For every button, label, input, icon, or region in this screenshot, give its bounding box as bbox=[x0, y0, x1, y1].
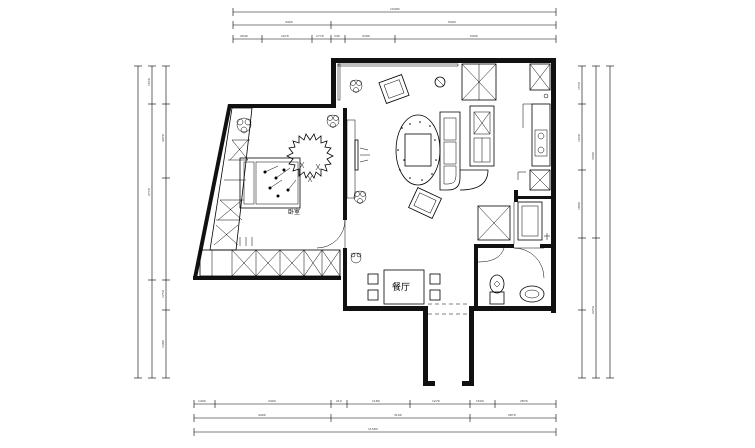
dim-left-4: 1750 bbox=[161, 290, 165, 298]
plant-living-2 bbox=[353, 190, 367, 204]
dim-top-small-6: 5900 bbox=[470, 34, 478, 38]
dim-bottom-small-1: 1400 bbox=[198, 399, 206, 403]
dim-top-small-4: 240 bbox=[334, 34, 340, 38]
dim-bottom-mid-3: 2870 bbox=[508, 413, 516, 417]
coffee-table bbox=[395, 114, 441, 186]
walls bbox=[193, 58, 556, 386]
dim-top-small-1: 2640 bbox=[240, 34, 248, 38]
wardrobe bbox=[199, 107, 341, 277]
bottom-dimension-chain: 1400 2400 210 1180 1270 1500 2870 4400 3… bbox=[193, 399, 557, 436]
dim-bottom-small-6: 1500 bbox=[476, 399, 484, 403]
dim-bottom-small-7: 2870 bbox=[520, 399, 528, 403]
sofa bbox=[439, 111, 489, 191]
dim-bottom-small-3: 210 bbox=[336, 399, 342, 403]
dim-right-3: 1800 bbox=[577, 202, 581, 210]
plant-living-1 bbox=[349, 79, 363, 93]
dim-right-4: 3400 bbox=[591, 152, 595, 160]
balcony-stool bbox=[434, 76, 446, 88]
bathroom-door bbox=[513, 247, 545, 279]
dim-top-small-2: 1670 bbox=[281, 34, 289, 38]
dim-top-small-3: 1770 bbox=[316, 34, 324, 38]
washbasin bbox=[519, 285, 545, 303]
tv-cabinet bbox=[346, 119, 370, 199]
balcony-armchair bbox=[378, 74, 410, 104]
dim-top-mid-2: 5900 bbox=[448, 20, 456, 24]
kitchen-sink-counter bbox=[469, 105, 495, 167]
storage-cabinet bbox=[461, 63, 497, 101]
armchair bbox=[408, 187, 442, 219]
dim-top-mid-1: 4400 bbox=[285, 20, 293, 24]
bedroom-plant-large bbox=[286, 133, 334, 183]
bedroom-label: 卧室 bbox=[288, 208, 300, 216]
washing-machine bbox=[477, 205, 511, 241]
dim-left-1: 1650 bbox=[147, 78, 151, 86]
top-dimension-chain: 10400 4400 5900 2640 1670 1770 240 2390 … bbox=[232, 7, 557, 43]
dim-bottom-mid-2: 3100 bbox=[394, 413, 402, 417]
dining-table: 餐厅 bbox=[367, 269, 441, 305]
entrance-door bbox=[517, 171, 526, 180]
vanity bbox=[513, 201, 543, 244]
dim-left-2: 2770 bbox=[147, 188, 151, 196]
dim-left-3: 4070 bbox=[161, 134, 165, 142]
plant-dining bbox=[350, 252, 362, 264]
left-dimension-chain: 1650 2770 4070 1750 1480 bbox=[134, 65, 170, 379]
bedroom-plant-small-2 bbox=[326, 114, 340, 128]
dim-bottom-overall: 11500 bbox=[368, 427, 378, 431]
dim-top-small-5: 2390 bbox=[362, 34, 370, 38]
kitchen-door-mark bbox=[544, 233, 550, 240]
fridge bbox=[529, 169, 551, 191]
entrance-threshold bbox=[428, 303, 469, 315]
kitchen-top-cabinet bbox=[529, 63, 551, 99]
dim-right-1: 1550 bbox=[577, 82, 581, 90]
bedroom-plant-small-1 bbox=[236, 117, 252, 134]
toilet bbox=[489, 274, 505, 305]
dim-bottom-mid-1: 4400 bbox=[258, 413, 266, 417]
bathroom-curve bbox=[477, 247, 505, 263]
bed bbox=[239, 157, 301, 209]
dim-right-2: 1630 bbox=[577, 134, 581, 142]
dim-bottom-small-5: 1270 bbox=[432, 399, 440, 403]
balcony-window bbox=[337, 63, 459, 101]
dim-bottom-small-2: 2400 bbox=[268, 399, 276, 403]
dim-left-5: 1480 bbox=[161, 340, 165, 348]
dining-label: 餐厅 bbox=[392, 281, 410, 293]
dim-right-5: 2250 bbox=[591, 306, 595, 314]
dim-top-overall: 10400 bbox=[390, 7, 400, 11]
right-dimension-chain: 1550 1630 1800 3400 2250 bbox=[577, 65, 614, 379]
bedroom-door bbox=[316, 219, 346, 249]
dim-bottom-small-4: 1180 bbox=[372, 399, 380, 403]
stove-counter bbox=[522, 103, 551, 167]
